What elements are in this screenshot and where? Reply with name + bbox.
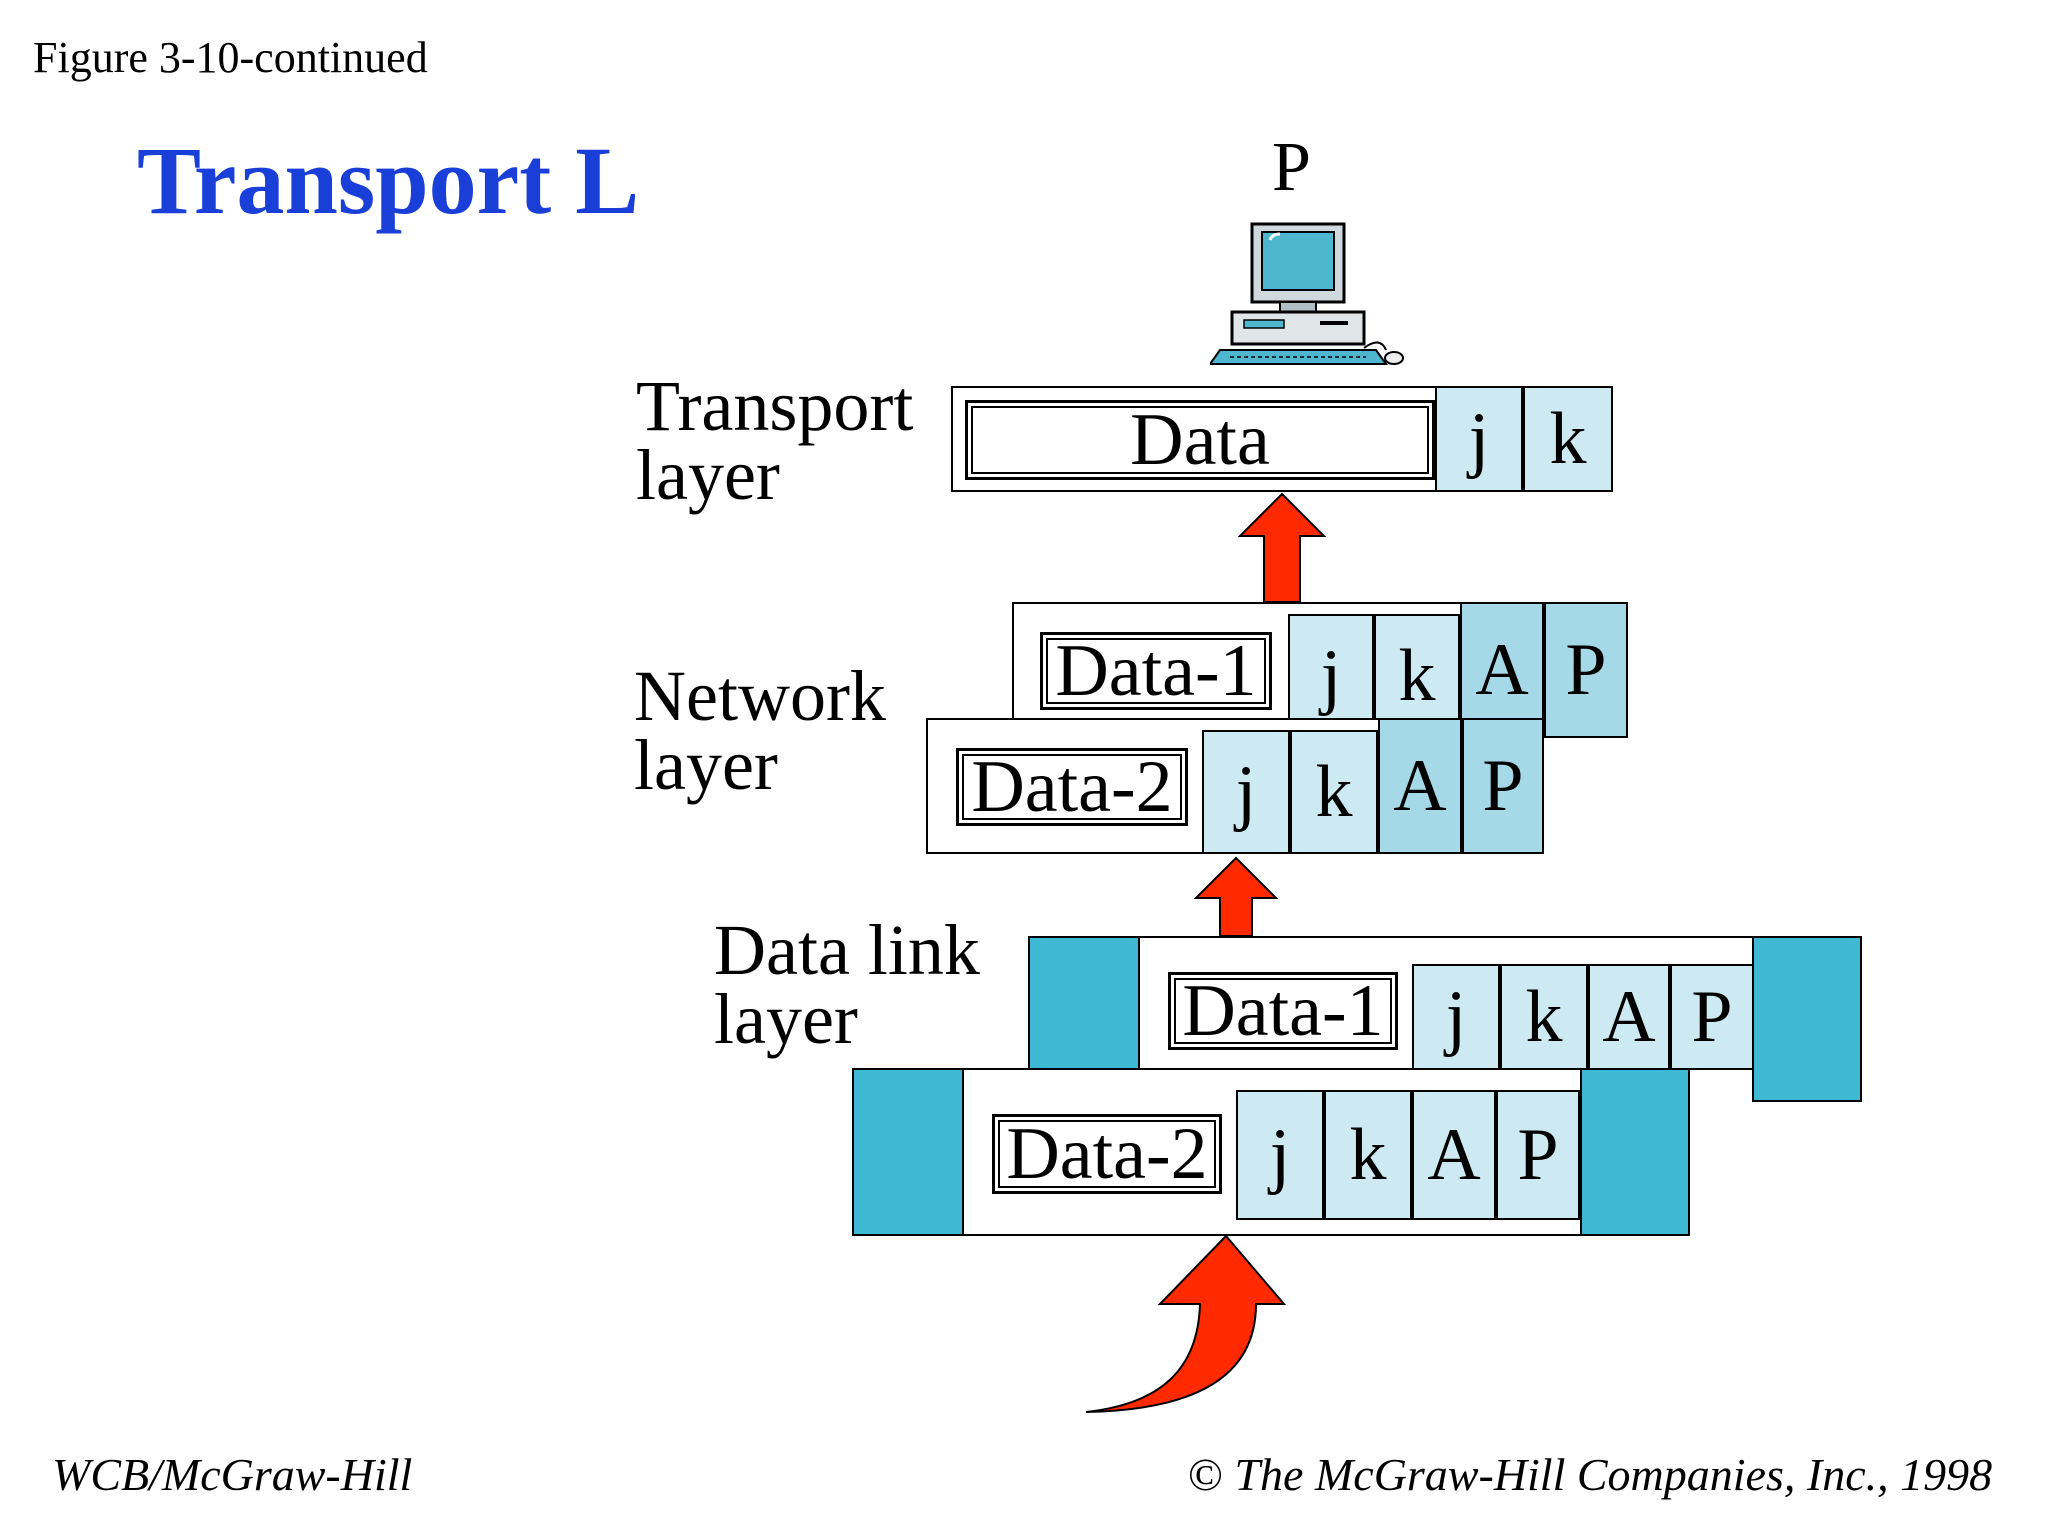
datalink-frame-2-header-j: j — [1236, 1090, 1324, 1220]
datalink-frame-2-header-k: k — [1324, 1090, 1412, 1220]
network-packet-2-header-a: A — [1378, 718, 1462, 854]
network-layer-label: Network layer — [634, 656, 886, 806]
transport-data-field: Data — [965, 399, 1435, 481]
network-packet-2-data: Data-2 — [956, 746, 1188, 828]
network-layer-label-line2: layer — [634, 725, 778, 806]
datalink-frame-2-header-a: A — [1412, 1090, 1496, 1220]
curved-arrow-icon — [1085, 1234, 1287, 1413]
datalink-frame-2: Data-2 j k A P — [962, 1068, 1582, 1236]
datalink-frame-2-header — [852, 1068, 964, 1236]
network-packet-2-header-k: k — [1290, 730, 1378, 854]
datalink-frame-1-trailer — [1752, 936, 1862, 1102]
network-packet-1-data: Data-1 — [1040, 630, 1272, 712]
network-packet-1-header-k: k — [1374, 614, 1460, 738]
transport-layer-label-line2: layer — [636, 435, 780, 516]
copyright-text: The McGraw-Hill Companies, Inc., 1998 — [1234, 1449, 1993, 1500]
datalink-frame-1-header-a: A — [1588, 964, 1670, 1070]
computer-icon — [1210, 222, 1404, 365]
network-packet-2-header-p: P — [1462, 718, 1544, 854]
datalink-frame-2-data: Data-2 — [992, 1113, 1222, 1195]
datalink-layer-label-line1: Data link — [714, 910, 980, 990]
transport-layer-label: Transport layer — [636, 366, 914, 516]
page-title: Transport Layer — [137, 128, 635, 234]
network-layer-label-line1: Network — [634, 656, 886, 736]
network-packet-1-header-j: j — [1288, 614, 1374, 738]
datalink-frame-2-header-p: P — [1496, 1090, 1580, 1220]
datalink-layer-label: Data link layer — [714, 910, 980, 1060]
datalink-frame-1-data: Data-1 — [1168, 970, 1398, 1052]
datalink-frame-1-header-j: j — [1412, 964, 1500, 1070]
network-packet-1-header-p: P — [1544, 602, 1628, 738]
transport-layer-label-line1: Transport — [636, 366, 914, 446]
transport-header-k: k — [1523, 386, 1613, 492]
datalink-frame-2-trailer — [1580, 1068, 1690, 1236]
figure-label: Figure 3-10-continued — [33, 33, 428, 82]
transport-header-j: j — [1435, 386, 1523, 492]
up-arrow-icon — [1194, 856, 1278, 937]
network-packet-2: Data-2 j k A P — [926, 718, 1544, 854]
datalink-frame-1-header-p: P — [1670, 964, 1754, 1070]
copyright-symbol: © — [1188, 1449, 1223, 1500]
copyright-footer: © The McGraw-Hill Companies, Inc., 1998 — [1188, 1448, 1992, 1501]
datalink-frame-1-header-k: k — [1500, 964, 1588, 1070]
up-arrow-icon — [1238, 492, 1326, 603]
host-label: P — [1272, 129, 1311, 206]
datalink-frame-1: Data-1 j k A P — [1138, 936, 1754, 1070]
transport-packet: Data j k — [951, 386, 1613, 492]
publisher-footer: WCB/McGraw-Hill — [52, 1449, 413, 1500]
network-packet-2-header-j: j — [1202, 730, 1290, 854]
network-packet-1-header-a: A — [1460, 602, 1544, 738]
datalink-layer-label-line2: layer — [714, 979, 858, 1060]
